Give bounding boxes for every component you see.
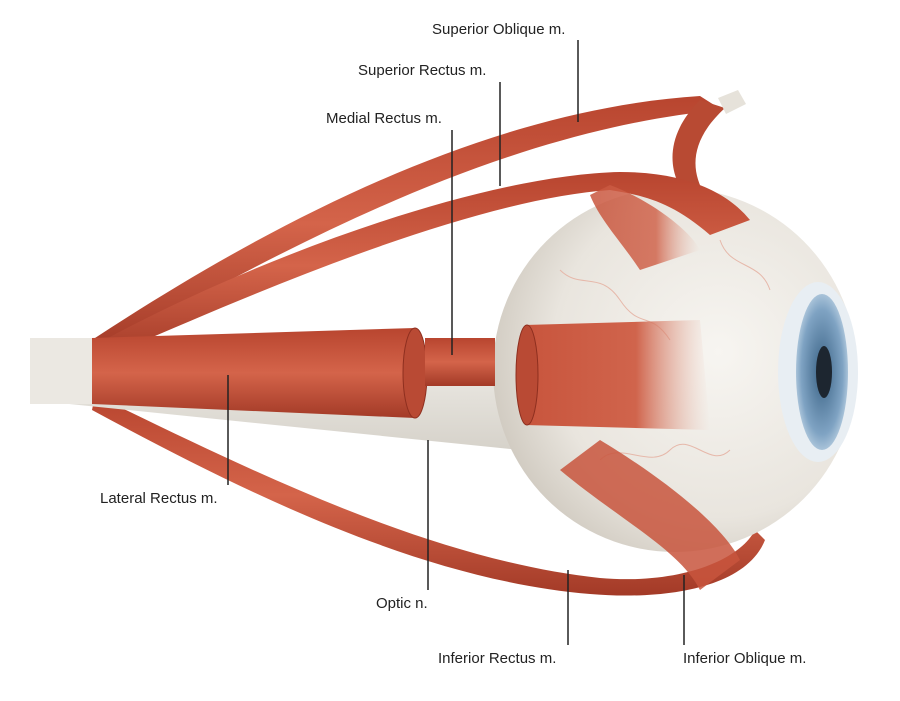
trochlea — [718, 90, 746, 114]
label-superior-rectus: Superior Rectus m. — [358, 62, 487, 79]
medial-rectus-muscle — [425, 338, 495, 386]
label-inferior-rectus: Inferior Rectus m. — [438, 650, 557, 667]
lateral-rectus-muscle — [92, 328, 415, 418]
label-lateral-rectus: Lateral Rectus m. — [100, 490, 218, 507]
medial-rectus-cut-end — [515, 324, 539, 426]
pupil — [816, 346, 832, 398]
inferior-oblique-muscle — [560, 440, 740, 590]
leader-lines — [227, 40, 685, 645]
medial-rectus-distal — [525, 320, 710, 430]
label-medial-rectus: Medial Rectus m. — [326, 110, 442, 127]
label-optic-nerve: Optic n. — [376, 595, 428, 612]
superior-rectus-muscle — [95, 172, 750, 360]
lateral-rectus-cut-end — [402, 327, 428, 419]
label-superior-oblique: Superior Oblique m. — [432, 21, 566, 38]
nerve-sheath — [30, 338, 95, 404]
label-inferior-oblique: Inferior Oblique m. — [683, 650, 807, 667]
superior-oblique-tendon — [672, 100, 725, 200]
